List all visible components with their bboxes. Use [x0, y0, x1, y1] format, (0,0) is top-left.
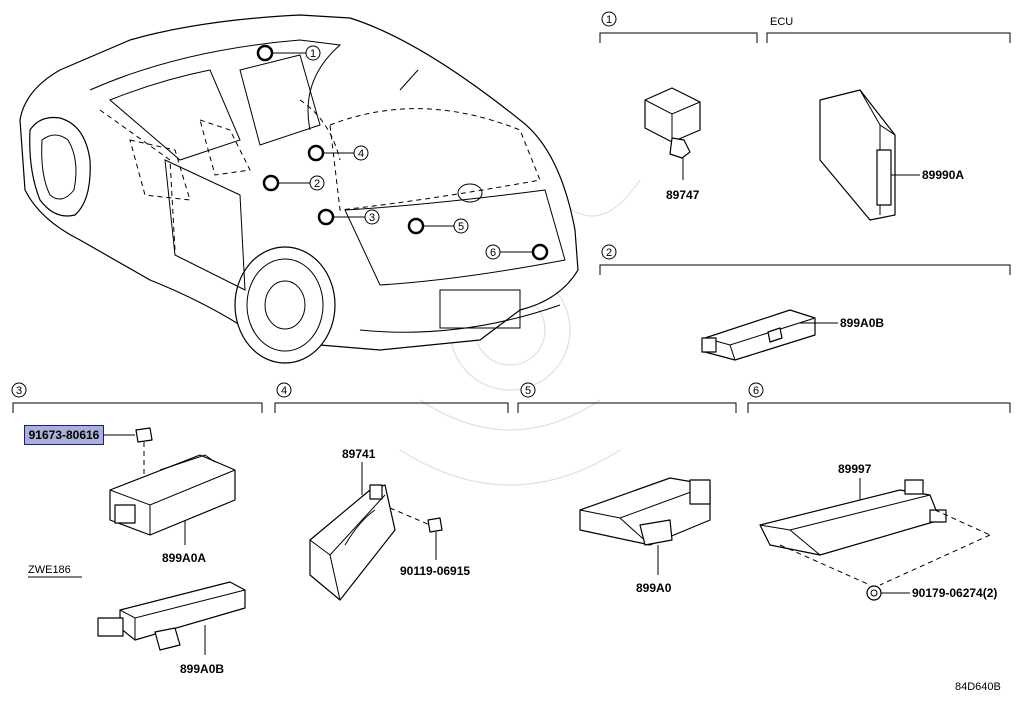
diagram-id-label: 84D640B [955, 681, 1001, 693]
part-899A0B-top-illustration [701, 309, 838, 361]
screw-90119-illustration [427, 517, 443, 560]
part-number-89990A[interactable]: 89990A [922, 168, 964, 182]
part-89990A-illustration [819, 89, 920, 221]
section-3-label: 3 [16, 385, 22, 397]
part-number-90119-06915[interactable]: 90119-06915 [400, 564, 470, 578]
callout-location-5 [407, 217, 425, 235]
part-899A0A-illustration [109, 454, 236, 545]
callout-label-3: 3 [369, 212, 375, 224]
section-brackets: 1 ECU 2 3 4 5 6 [11, 11, 1011, 413]
section-1-label: 1 [606, 14, 612, 26]
car-callouts: 1 2 3 4 5 6 [256, 44, 549, 261]
part-number-90179-06274[interactable]: 90179-06274(2) [912, 586, 997, 600]
part-number-89741[interactable]: 89741 [342, 447, 376, 461]
part-899A0-illustration [579, 477, 711, 575]
callout-label-2: 2 [314, 178, 320, 190]
part-899A0B-bottom-illustration [97, 581, 246, 655]
part-89741-illustration [309, 484, 431, 601]
section-2-label: 2 [606, 247, 612, 259]
part-number-89997[interactable]: 89997 [838, 462, 872, 476]
part-number-899A0B-top[interactable]: 899A0B [840, 316, 884, 330]
section-6-label: 6 [753, 385, 759, 397]
section-4-label: 4 [281, 385, 287, 397]
part-number-91673-80616[interactable]: 91673-80616 [28, 428, 100, 442]
callout-location-4 [307, 144, 325, 162]
part-89997-illustration [759, 479, 991, 586]
highlighted-part-box[interactable] [24, 425, 104, 445]
nut-90179-illustration [866, 585, 910, 601]
callout-label-5: 5 [458, 221, 464, 233]
car-illustration [19, 14, 579, 364]
callout-location-3 [317, 208, 335, 226]
part-89747-illustration [644, 87, 701, 180]
section-ecu-label: ECU [770, 16, 793, 28]
callout-label-4: 4 [358, 148, 364, 160]
part-number-899A0B-bottom[interactable]: 899A0B [180, 662, 224, 676]
part-number-899A0[interactable]: 899A0 [636, 581, 672, 595]
callout-location-1 [256, 44, 274, 62]
part-number-89747[interactable]: 89747 [666, 188, 700, 202]
section-5-label: 5 [525, 385, 531, 397]
callout-location-2 [262, 174, 280, 192]
callout-location-6 [531, 243, 549, 261]
callout-label-1: 1 [310, 48, 316, 60]
model-code-label: ZWE186 [28, 564, 71, 576]
callout-label-6: 6 [490, 247, 496, 259]
part-number-899A0A[interactable]: 899A0A [162, 551, 206, 565]
bolt-91673-illustration [135, 427, 153, 480]
